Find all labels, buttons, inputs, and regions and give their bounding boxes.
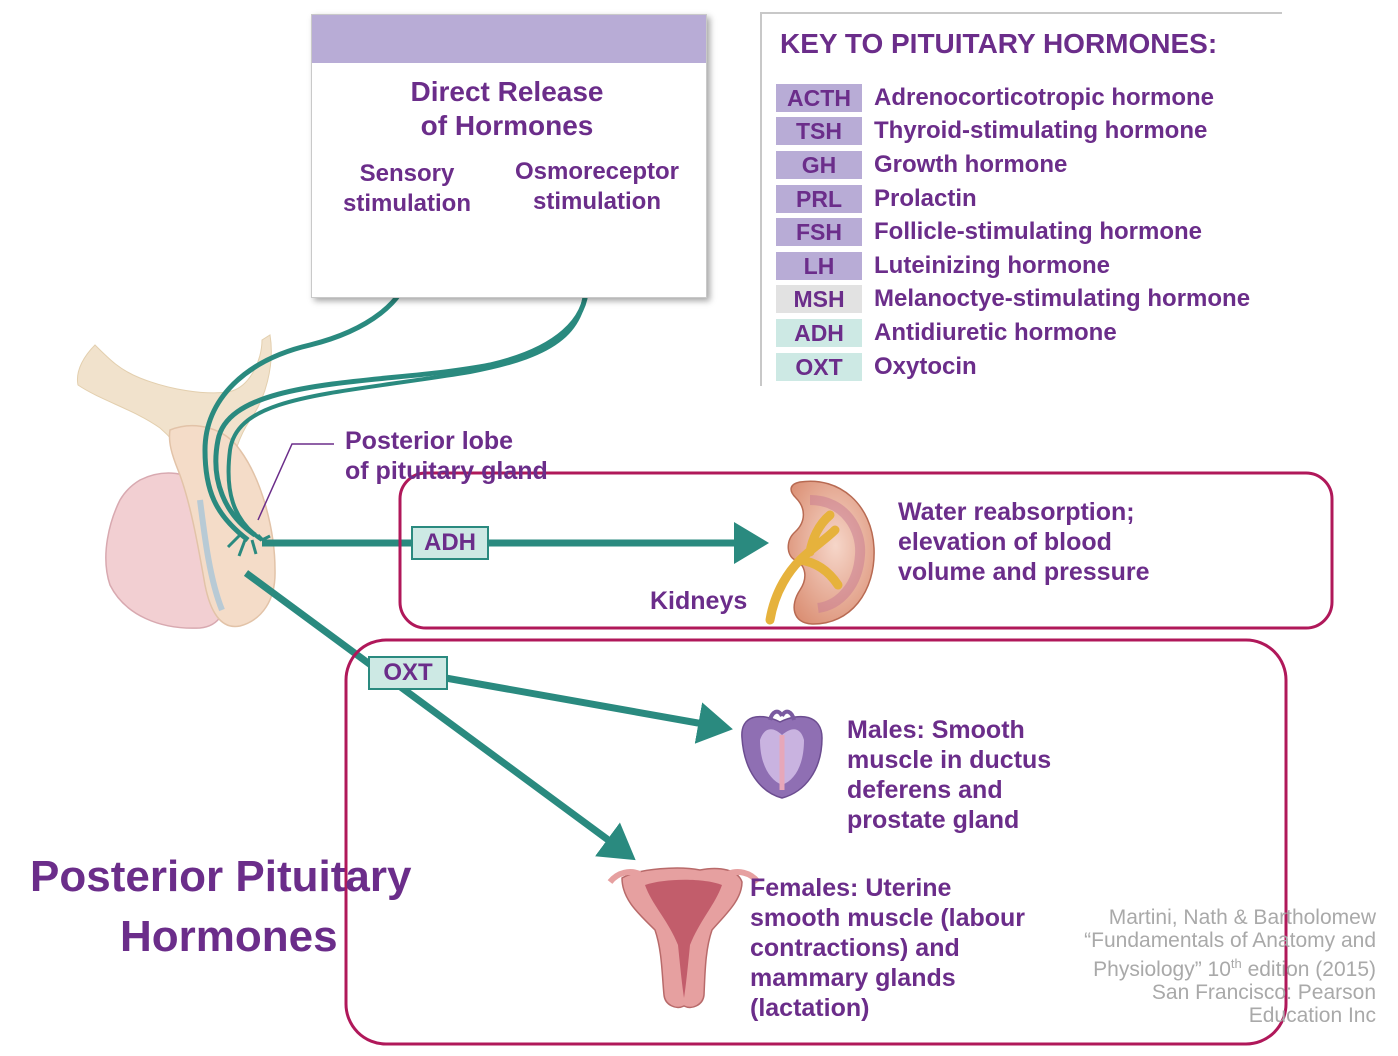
key-hormone-name: Oxytocin (874, 353, 977, 380)
males-effect-text: Males: Smooth muscle in ductus deferens … (847, 715, 1051, 835)
females-line2: smooth muscle (labour (750, 904, 1026, 932)
females-line1: Females: Uterine (750, 874, 952, 902)
key-abbr: MSH (776, 285, 862, 313)
sensory-line1: Sensory (359, 160, 455, 187)
key-hormone-name: Adrenocorticotropic hormone (874, 84, 1215, 111)
water-reabsorption-text: Water reabsorption; elevation of blood v… (898, 497, 1149, 587)
citation-line3-pre: Physiology” 10 (1093, 958, 1231, 981)
key-abbr: OXT (776, 353, 862, 381)
posterior-lobe-label: Posterior lobe of pituitary gland (345, 426, 548, 486)
key-abbr: GH (776, 151, 862, 179)
direct-release-title: Direct Release of Hormones (352, 75, 662, 143)
key-abbr: PRL (776, 185, 862, 213)
adh-target-box (398, 471, 1334, 630)
posterior-lobe-line2: of pituitary gland (345, 457, 548, 485)
water-line2: elevation of blood (898, 528, 1112, 556)
oxt-male-arrow (439, 673, 733, 744)
osmoreceptor-stimulation-label: Osmoreceptor stimulation (497, 157, 697, 217)
key-abbr: ADH (776, 319, 862, 347)
citation-line3-post: edition (2015) (1241, 958, 1376, 981)
males-line4: prostate gland (847, 806, 1020, 834)
females-line4: mammary glands (750, 964, 956, 992)
oxt-tag: OXT (368, 656, 448, 690)
prostate-illustration (741, 709, 823, 799)
page-title-line2: Hormones (120, 912, 338, 961)
direct-release-box: Direct Release of Hormones Sensory stimu… (311, 14, 707, 298)
citation-line5: Education Inc (1248, 1004, 1376, 1027)
key-hormone-name: Antidiuretic hormone (874, 319, 1117, 346)
adh-tag: ADH (411, 526, 489, 560)
males-line3: deferens and (847, 776, 1003, 804)
sensory-line2: stimulation (342, 190, 471, 217)
key-abbr: LH (776, 252, 862, 280)
citation-line3: Physiology” 10th edition (2015) (1084, 952, 1376, 981)
uterus-illustration (607, 867, 761, 1009)
citation-line3-sup: th (1230, 956, 1242, 971)
citation-line2: “Fundamentals of Anatomy and (1084, 929, 1376, 952)
hormone-key: KEY TO PITUITARY HORMONES: ACTH Adrenocor… (760, 12, 1282, 386)
key-title: KEY TO PITUITARY HORMONES: (780, 28, 1218, 59)
posterior-lobe-line1: Posterior lobe (345, 427, 514, 455)
males-line2: muscle in ductus (847, 746, 1052, 774)
key-hormone-name: Growth hormone (874, 151, 1068, 178)
oxt-trunk-arrow (243, 570, 636, 861)
posterior-lobe-pointer (257, 443, 334, 521)
water-line3: volume and pressure (898, 558, 1150, 586)
direct-release-header (312, 15, 706, 63)
males-line1: Males: Smooth (847, 716, 1025, 744)
key-hormone-name: Luteinizing hormone (874, 252, 1110, 279)
key-hormone-name: Prolactin (874, 185, 977, 212)
key-hormone-name: Thyroid-stimulating hormone (874, 117, 1208, 144)
water-line1: Water reabsorption; (898, 498, 1135, 526)
oxt-target-box (344, 638, 1288, 1046)
females-line3: contractions) and (750, 934, 960, 962)
osmo-line2: stimulation (532, 188, 661, 215)
sensory-stimulation-label: Sensory stimulation (322, 159, 492, 219)
direct-release-title-line2: of Hormones (420, 110, 594, 141)
citation-line4: San Francisco: Pearson (1151, 981, 1376, 1004)
key-abbr: ACTH (776, 84, 862, 112)
key-hormone-name: Melanoctye-stimulating hormone (874, 285, 1251, 312)
page-title-line1: Posterior Pituitary (30, 852, 412, 901)
key-hormone-name: Follicle-stimulating hormone (874, 218, 1203, 245)
citation-line1: Martini, Nath & Bartholomew (1108, 906, 1376, 929)
females-effect-text: Females: Uterine smooth muscle (labour c… (750, 873, 1025, 1023)
kidney-illustration (765, 480, 875, 625)
osmo-line1: Osmoreceptor (514, 158, 680, 185)
females-line5: (lactation) (750, 994, 870, 1022)
citation: Martini, Nath & Bartholomew “Fundamental… (1084, 906, 1376, 1027)
key-abbr: TSH (776, 117, 862, 145)
direct-release-title-line1: Direct Release (410, 76, 604, 107)
key-abbr: FSH (776, 218, 862, 246)
kidneys-label: Kidneys (650, 587, 748, 615)
